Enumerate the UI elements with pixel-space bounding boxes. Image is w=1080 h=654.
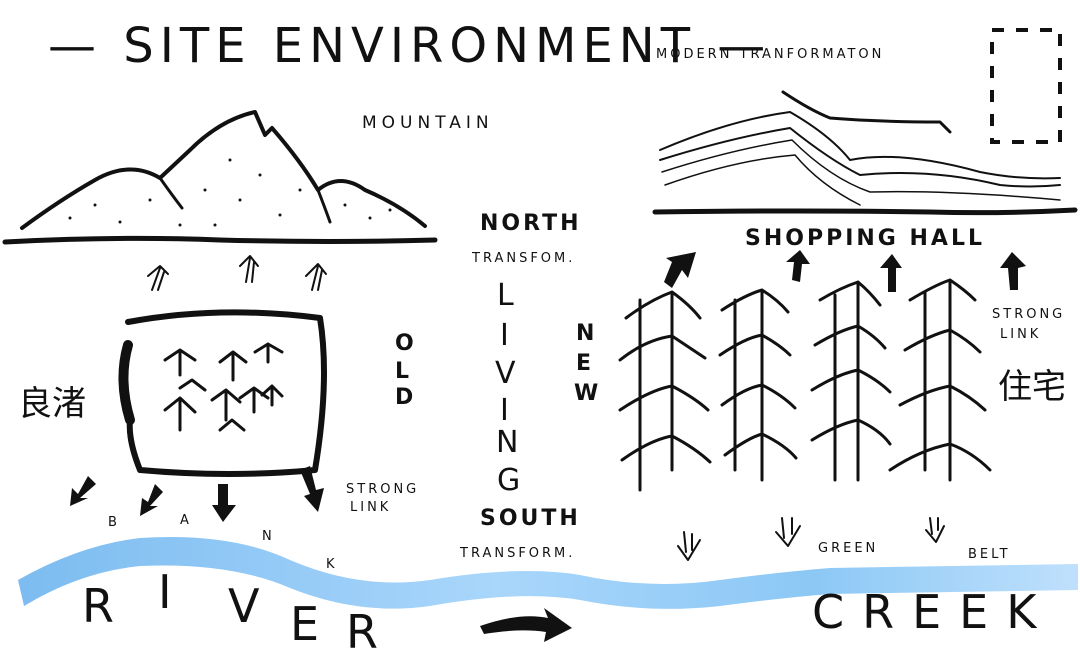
south-label: SOUTH xyxy=(480,506,581,531)
bank-letter-k: K xyxy=(326,557,338,572)
bank-letter-a: A xyxy=(180,513,192,528)
living-letter-5: N xyxy=(496,425,518,460)
new-letter-n: N xyxy=(576,321,597,346)
old-letter-o: O xyxy=(395,331,417,356)
bank-letter-b: B xyxy=(108,515,120,530)
page-title: — SITE ENVIRONMENT — xyxy=(48,18,771,74)
living-letter-1: L xyxy=(497,278,514,313)
living-letter-4: I xyxy=(500,393,509,428)
shopping-hall-label: SHOPPING HALL xyxy=(745,226,985,251)
liangzhu-label: 良渚 xyxy=(18,384,86,424)
dashed-building-outline xyxy=(990,28,1062,144)
old-town-block xyxy=(118,309,327,477)
new-letter-e: E xyxy=(576,351,594,376)
up-arrow-icons xyxy=(147,255,327,291)
north-label: NORTH xyxy=(480,211,582,236)
strong-link-left-2: LINK xyxy=(350,500,391,515)
living-letter-2: I xyxy=(500,318,509,353)
river-letter-e: E xyxy=(290,597,337,651)
flow-arrow-icon xyxy=(480,608,572,642)
down-arrow-icons-left xyxy=(70,466,324,522)
creek-label: CREEK xyxy=(812,585,1054,639)
river-letter-r: R xyxy=(82,579,132,633)
living-letter-6: G xyxy=(497,463,520,498)
river-letter-i: I xyxy=(158,565,190,619)
strong-link-right-2: LINK xyxy=(1000,327,1041,342)
living-letter-3: V xyxy=(495,356,516,391)
strong-link-right-1: STRONG xyxy=(992,307,1065,322)
belt-label: BELT xyxy=(968,547,1011,562)
modern-transformation-label: MODERN TRANFORMATON xyxy=(656,47,884,62)
new-residential-buildings xyxy=(618,278,992,492)
green-label: GREEN xyxy=(818,541,878,556)
new-letter-w: W xyxy=(574,381,601,406)
modern-building-drawing xyxy=(652,90,1078,216)
up-arrow-icons-right xyxy=(664,250,1026,292)
mountain-label: MOUNTAIN xyxy=(362,113,494,133)
strong-link-left-1: STRONG xyxy=(346,482,419,497)
river-band xyxy=(18,536,1078,609)
zhuzhai-label: 住宅 xyxy=(998,367,1066,407)
south-sub-label: TRANSFORM. xyxy=(459,546,575,561)
river-letter-v: V xyxy=(228,579,277,633)
mountain-drawing xyxy=(2,110,438,245)
river-letter-r2: R xyxy=(346,605,396,654)
down-open-arrow-icons xyxy=(677,517,945,561)
old-letter-d: D xyxy=(395,385,416,410)
old-letter-l: L xyxy=(395,359,412,384)
north-sub-label: TRANSFOM. xyxy=(471,251,575,266)
bank-letter-n: N xyxy=(262,529,275,544)
